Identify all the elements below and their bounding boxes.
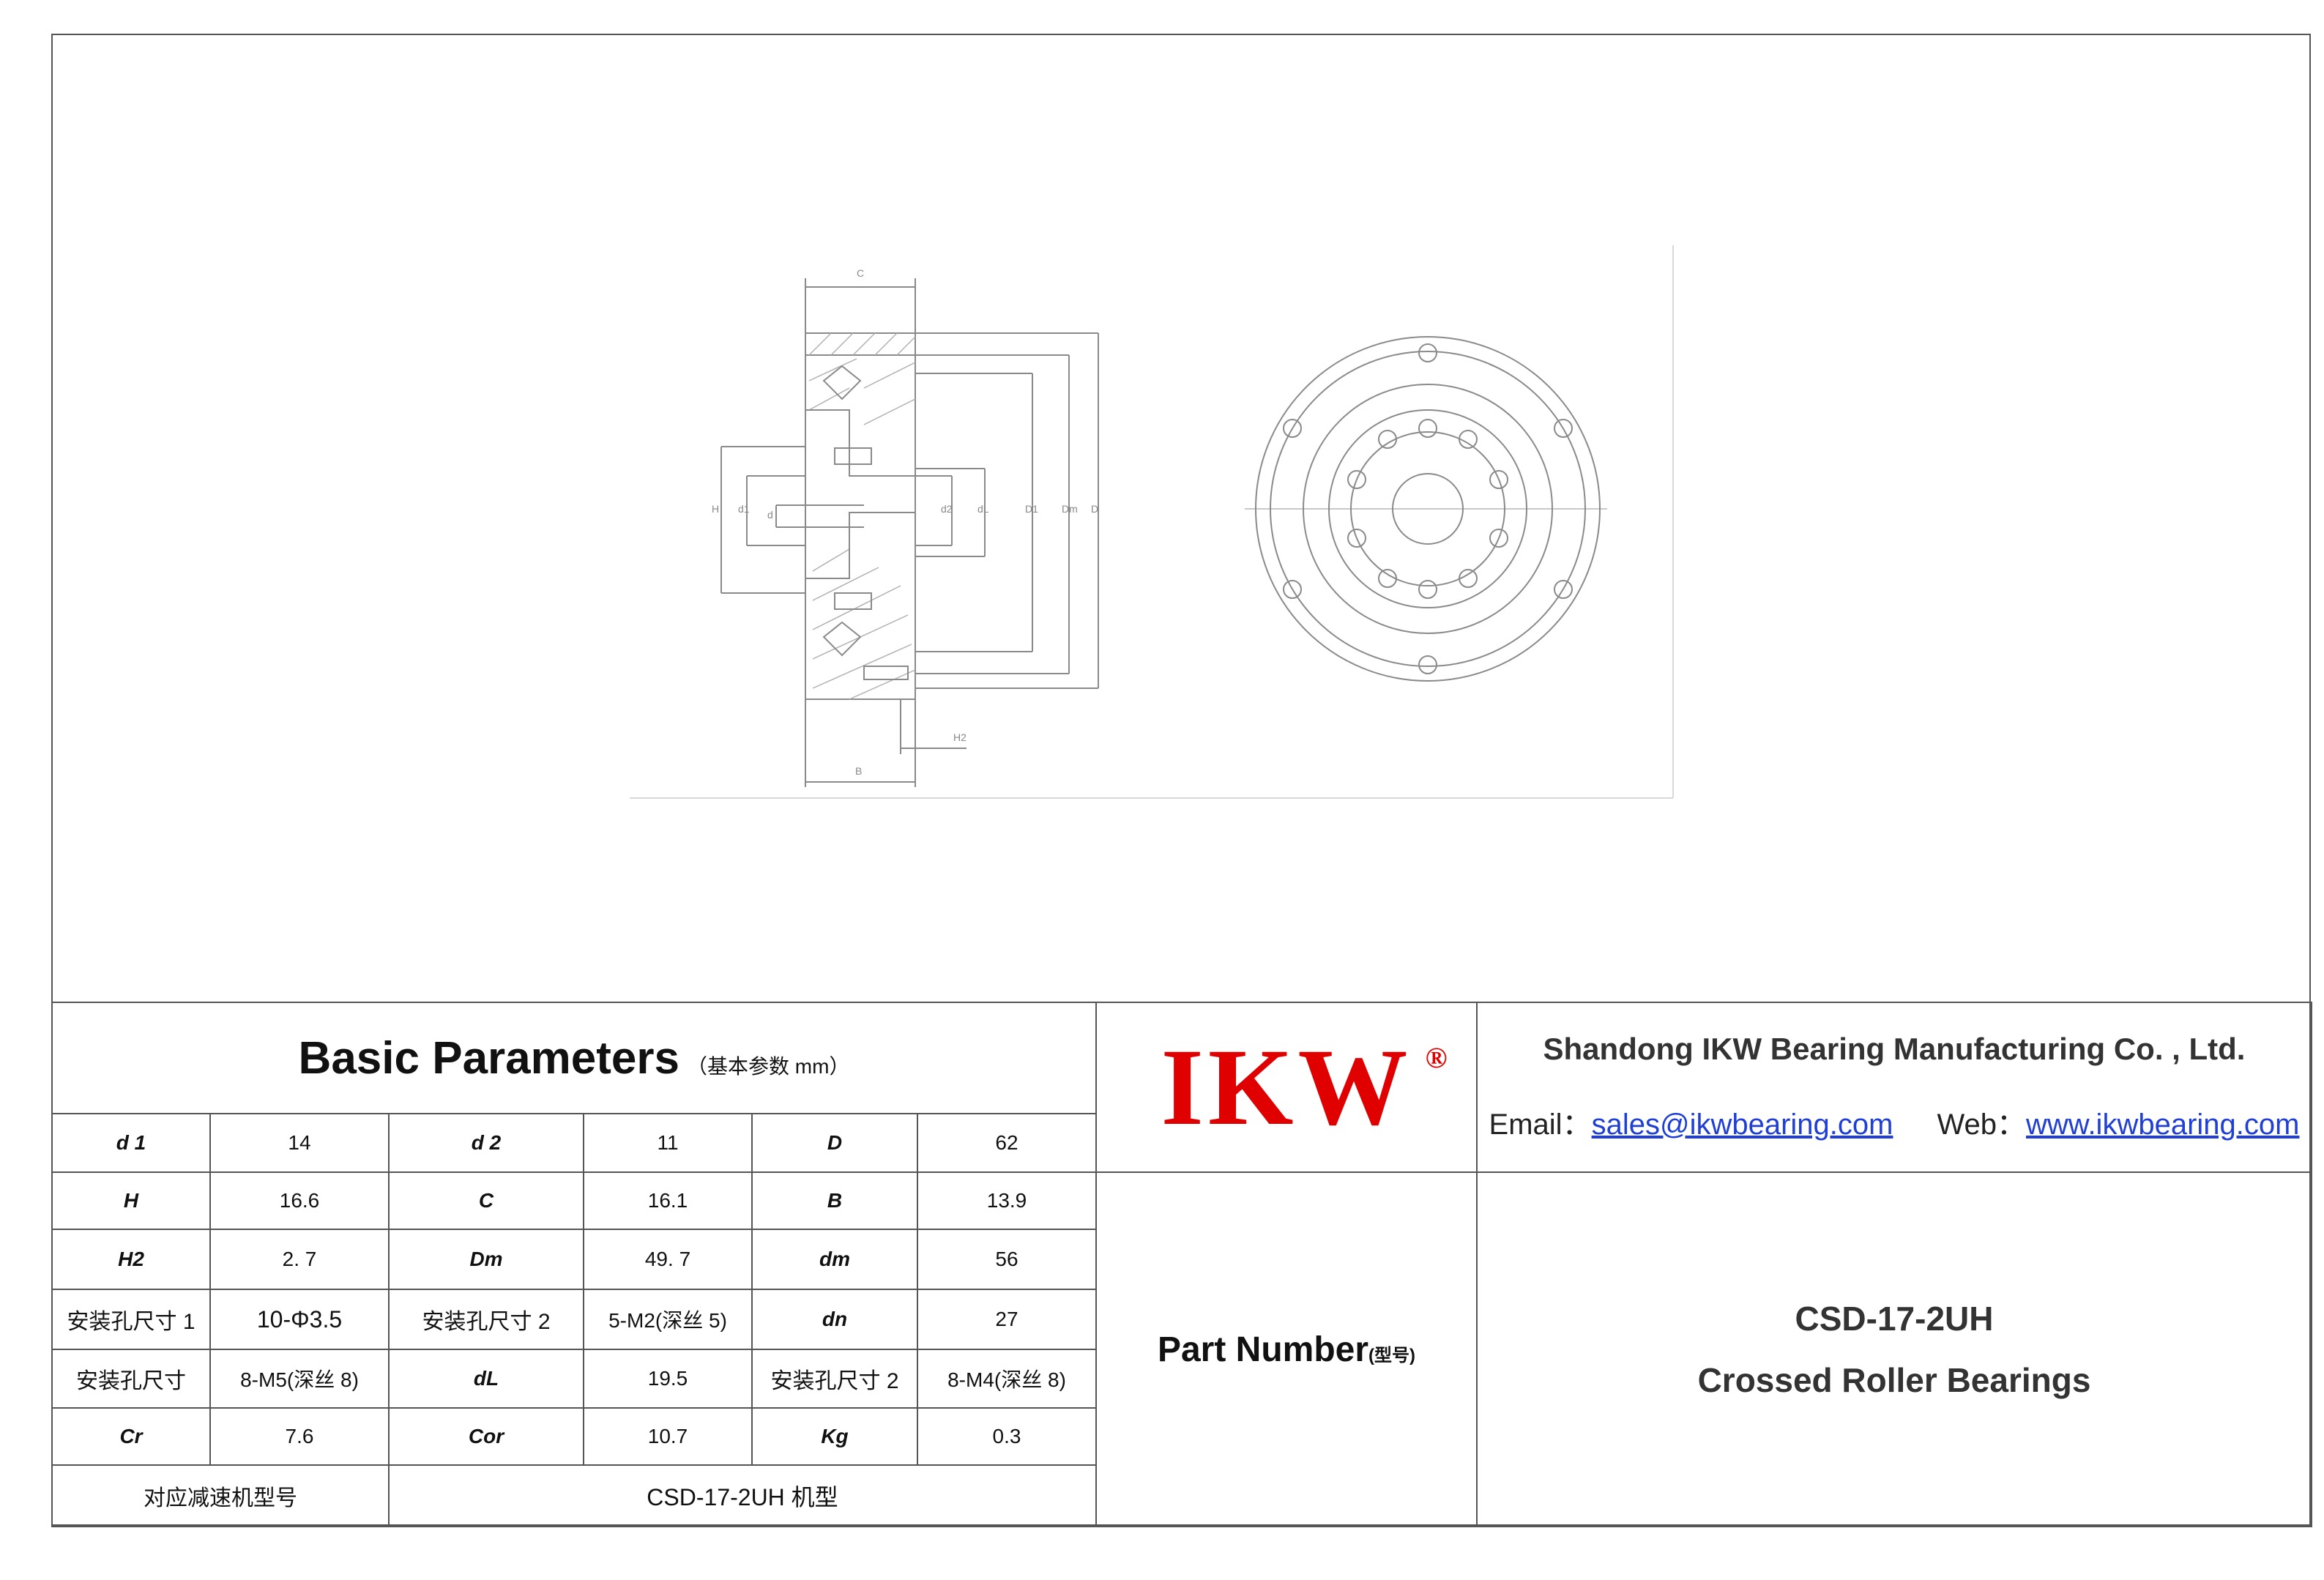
param-label: dL: [388, 1349, 584, 1409]
table-row: Cr 7.6 Cor 10.7 Kg 0.3: [51, 1407, 2312, 1466]
param-value: 19.5: [583, 1349, 753, 1409]
table-row: 安装孔尺寸 1 10-Φ3.5 安装孔尺寸 2 5-M2(深丝 5) dn 27: [51, 1289, 2312, 1350]
param-value: 14: [209, 1113, 390, 1173]
param-label: 安装孔尺寸 2: [388, 1289, 584, 1350]
dim-label-dl: dL: [977, 503, 989, 515]
param-value: 0.3: [917, 1407, 1097, 1466]
reducer-value: CSD-17-2UH 机型: [388, 1464, 1097, 1527]
part-number-value-cell: CSD-17-2UH Crossed Roller Bearings: [1476, 1171, 2312, 1527]
company-cell: Shandong IKW Bearing Manufacturing Co. ,…: [1476, 1002, 2312, 1173]
email-label: Email：: [1489, 1108, 1592, 1141]
dim-label-d1-right: D1: [1025, 503, 1038, 515]
dim-label-d: D: [1091, 503, 1098, 515]
param-value: 27: [917, 1289, 1097, 1350]
param-label: Cr: [51, 1407, 211, 1466]
web-link[interactable]: www.ikwbearing.com: [2025, 1108, 2300, 1141]
dim-label-d1: d1: [738, 503, 750, 515]
part-description: Crossed Roller Bearings: [1697, 1361, 2091, 1399]
param-value: 62: [917, 1113, 1097, 1173]
param-value: 8-M5(深丝 8): [209, 1349, 390, 1409]
dim-label-b: B: [855, 765, 862, 777]
company-name: Shandong IKW Bearing Manufacturing Co. ,…: [1543, 1032, 2246, 1066]
part-number-label-cell: Part Number(型号): [1095, 1171, 1478, 1527]
param-value: 10-Φ3.5: [209, 1289, 390, 1350]
param-value: 8-M4(深丝 8): [917, 1349, 1097, 1409]
dim-label-c: C: [857, 267, 864, 279]
reducer-label: 对应减速机型号: [51, 1464, 390, 1527]
dim-label-h2: H2: [953, 731, 967, 743]
table-row: 安装孔尺寸 8-M5(深丝 8) dL 19.5 安装孔尺寸 2 8-M4(深丝…: [51, 1349, 2312, 1409]
param-label: d 2: [388, 1113, 584, 1173]
param-value: 16.6: [209, 1171, 390, 1230]
param-label: C: [388, 1171, 584, 1230]
param-value: 7.6: [209, 1407, 390, 1466]
web-label: Web：: [1937, 1108, 2026, 1141]
table-row: d 1 14 d 2 11 D 62: [51, 1113, 2312, 1173]
contact-line: Email：sales@ikwbearing.com Web：www.ikwbea…: [1478, 1100, 2311, 1143]
param-label: 安装孔尺寸: [51, 1349, 211, 1409]
param-label: H2: [51, 1229, 211, 1290]
dim-label-d: d: [767, 509, 773, 521]
basic-parameters-subtitle: （基本参数 mm）: [687, 1054, 850, 1078]
dim-label-h: H: [712, 503, 719, 515]
param-value: 2. 7: [209, 1229, 390, 1290]
part-number-label: Part Number(型号): [1157, 1330, 1416, 1369]
param-label: H: [51, 1171, 211, 1230]
param-value: 13.9: [917, 1171, 1097, 1230]
basic-parameters-table: Basic Parameters （基本参数 mm） IKW® Shandong …: [51, 1002, 2312, 1527]
param-label: 安装孔尺寸 1: [51, 1289, 211, 1350]
dim-label-dm: Dm: [1062, 503, 1078, 515]
param-label: dm: [751, 1229, 918, 1290]
ikw-logo: IKW®: [1161, 1026, 1448, 1148]
table-row: H 16.6 C 16.1 B 13.9 Part Number(型号) CSD…: [51, 1171, 2312, 1527]
param-value: 5-M2(深丝 5): [583, 1289, 753, 1350]
param-value: 56: [917, 1229, 1097, 1290]
logo-cell: IKW®: [1095, 1002, 1478, 1173]
dim-label-d2: d2: [941, 503, 953, 515]
basic-parameters-header: Basic Parameters （基本参数 mm）: [51, 1002, 1097, 1114]
basic-parameters-title: Basic Parameters: [298, 1032, 680, 1084]
param-value: 16.1: [583, 1171, 753, 1230]
param-label: Cor: [388, 1407, 584, 1466]
param-value: 49. 7: [583, 1229, 753, 1290]
part-number-label-sub: (型号): [1368, 1345, 1416, 1365]
param-label: d 1: [51, 1113, 211, 1173]
technical-drawing: C D Dm d1 dL d2 d D1 H2 B H: [630, 245, 1674, 799]
param-label: D: [751, 1113, 918, 1173]
param-label: Kg: [751, 1407, 918, 1466]
param-value: 10.7: [583, 1407, 753, 1466]
table-row: 对应减速机型号 CSD-17-2UH 机型: [51, 1464, 2312, 1527]
registered-mark: ®: [1425, 1041, 1448, 1074]
param-value: 11: [583, 1113, 753, 1173]
table-row: H2 2. 7 Dm 49. 7 dm 56: [51, 1229, 2312, 1290]
part-model: CSD-17-2UH: [1795, 1300, 1994, 1338]
email-link[interactable]: sales@ikwbearing.com: [1591, 1108, 1893, 1141]
param-label: dn: [751, 1289, 918, 1350]
param-label: B: [751, 1171, 918, 1230]
param-label: Dm: [388, 1229, 584, 1290]
param-label: 安装孔尺寸 2: [751, 1349, 918, 1409]
